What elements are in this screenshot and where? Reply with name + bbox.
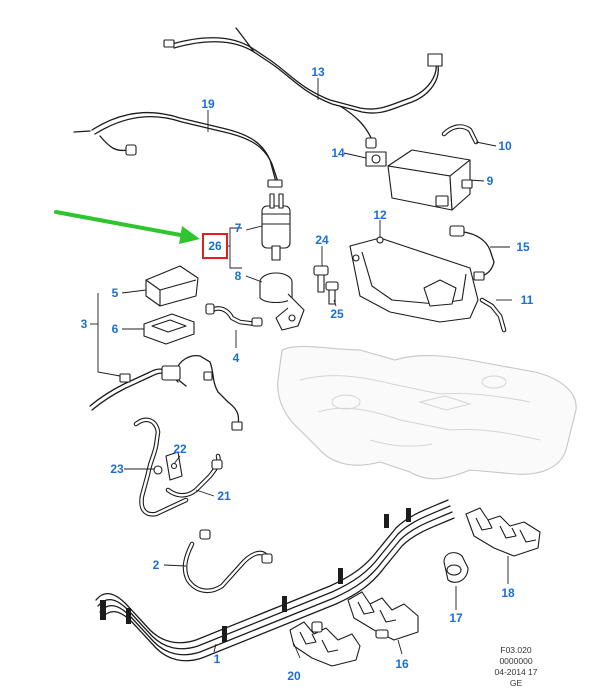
- callout-26[interactable]: 26: [208, 239, 222, 253]
- highlight-box: [202, 233, 228, 259]
- connector-14[interactable]: [365, 151, 387, 167]
- filter-clamp-8[interactable]: [259, 272, 305, 331]
- canister-9[interactable]: [387, 149, 473, 211]
- callout-14[interactable]: 14: [331, 146, 345, 160]
- callout-13[interactable]: 13: [311, 65, 325, 79]
- bolt-24[interactable]: [313, 265, 329, 293]
- pipe-4[interactable]: [205, 303, 263, 327]
- callout-10[interactable]: 10: [498, 139, 512, 153]
- fuel-filter-7[interactable]: [261, 193, 291, 261]
- pipe-11[interactable]: [479, 297, 507, 333]
- cover-5[interactable]: [145, 265, 199, 307]
- leader-lines: [90, 78, 512, 659]
- callout-2[interactable]: 2: [153, 558, 160, 572]
- pointer-arrow: [54, 210, 200, 244]
- sensor-15[interactable]: [449, 225, 495, 281]
- callout-5[interactable]: 5: [112, 286, 119, 300]
- callout-4[interactable]: 4: [233, 351, 240, 365]
- wiring-harness-13[interactable]: [163, 27, 443, 149]
- reference-number: 0000000: [499, 656, 532, 666]
- wiring-harness-19[interactable]: [73, 112, 283, 188]
- callout-15[interactable]: 15: [516, 240, 530, 254]
- fuel-pipe-2[interactable]: [182, 529, 273, 594]
- reference-code: F03.020: [500, 645, 531, 655]
- harness-3[interactable]: [89, 354, 243, 431]
- grommet-17[interactable]: [443, 552, 469, 583]
- hose-10[interactable]: [441, 124, 479, 145]
- callout-25[interactable]: 25: [330, 307, 344, 321]
- callout-18[interactable]: 18: [501, 586, 515, 600]
- callout-21[interactable]: 21: [217, 489, 231, 503]
- callout-16[interactable]: 16: [395, 657, 409, 671]
- fuel-tank-outline: [277, 345, 577, 480]
- callout-6[interactable]: 6: [112, 322, 119, 336]
- callout-17[interactable]: 17: [449, 611, 463, 625]
- callout-12[interactable]: 12: [373, 208, 387, 222]
- reference-date: 04-2014 17: [494, 667, 537, 677]
- reference-stamp: F03.020 0000000 04-2014 17 GE: [494, 645, 537, 688]
- callout-19[interactable]: 19: [201, 97, 215, 111]
- callout-7[interactable]: 7: [235, 221, 242, 235]
- callout-22[interactable]: 22: [173, 442, 187, 456]
- fuel-pipe-21[interactable]: [165, 453, 223, 498]
- reference-region: GE: [510, 678, 523, 688]
- bracket-12[interactable]: [349, 236, 479, 323]
- callout-9[interactable]: 9: [487, 174, 494, 188]
- callout-24[interactable]: 24: [315, 233, 329, 247]
- callout-23[interactable]: 23: [110, 462, 124, 476]
- callout-11[interactable]: 11: [521, 293, 534, 307]
- callout-20[interactable]: 20: [287, 669, 301, 683]
- callout-8[interactable]: 8: [235, 269, 242, 283]
- callout-1[interactable]: 1: [214, 652, 221, 666]
- main-fuel-lines-1[interactable]: [95, 499, 455, 662]
- bolt-25[interactable]: [325, 281, 339, 305]
- line-clip-20[interactable]: [289, 621, 361, 667]
- line-clip-18[interactable]: [465, 507, 541, 557]
- module-6[interactable]: [143, 313, 195, 345]
- fuel-pipe-23[interactable]: [133, 417, 189, 517]
- line-clip-16[interactable]: [347, 591, 419, 641]
- callout-3[interactable]: 3: [81, 317, 88, 331]
